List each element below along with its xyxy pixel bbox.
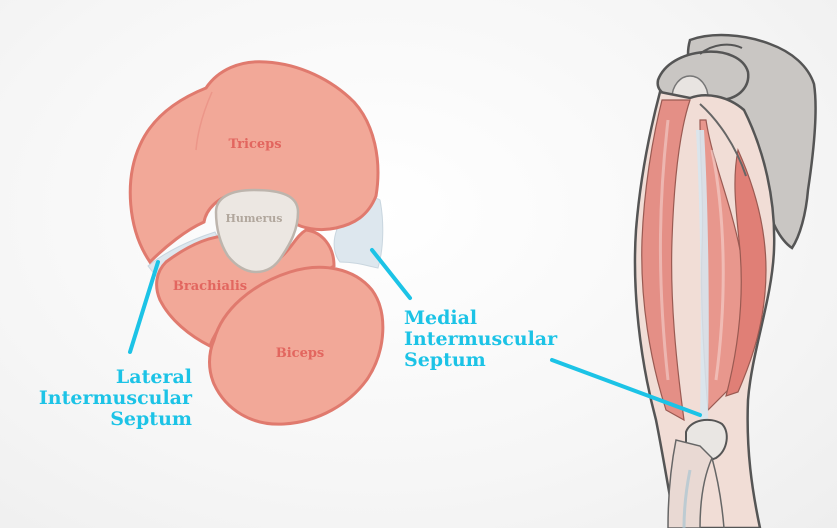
arm-illustration	[633, 33, 817, 528]
arm-cross-section: Triceps Humerus Brachialis Biceps	[128, 60, 385, 426]
brachialis-muscle-illustration	[725, 148, 767, 397]
medial-septum-pointer	[370, 248, 412, 300]
triceps-groove	[195, 91, 213, 151]
medial-septum-illustration-pointer	[550, 358, 702, 417]
lateral-callout-line-1: Lateral	[115, 366, 192, 388]
medial-callout-line-2: Intermuscular	[404, 328, 558, 350]
humerus-label: Humerus	[225, 212, 282, 225]
medial-callout-line-1: Medial	[404, 307, 478, 329]
deltoid-edge	[699, 103, 747, 177]
forearm-silhouette	[667, 439, 713, 528]
medial-callout-line-3: Septum	[404, 349, 486, 371]
triceps-label: Triceps	[228, 137, 281, 152]
brachialis-label: Brachialis	[173, 279, 247, 294]
humerus-bone	[214, 188, 300, 274]
medial-intermuscular-septum-label: Medial Intermuscular Septum	[404, 308, 557, 371]
lateral-intermuscular-septum-label: Lateral Intermuscular Septum	[39, 367, 192, 430]
biceps-muscle	[208, 265, 385, 426]
biceps-label: Biceps	[276, 346, 325, 361]
medial-septum-strip	[696, 130, 709, 420]
lateral-septum-pointer	[128, 260, 160, 354]
lateral-callout-line-3: Septum	[110, 408, 192, 430]
lateral-callout-line-2: Intermuscular	[38, 387, 192, 409]
triceps-muscle-illustration	[641, 99, 691, 422]
